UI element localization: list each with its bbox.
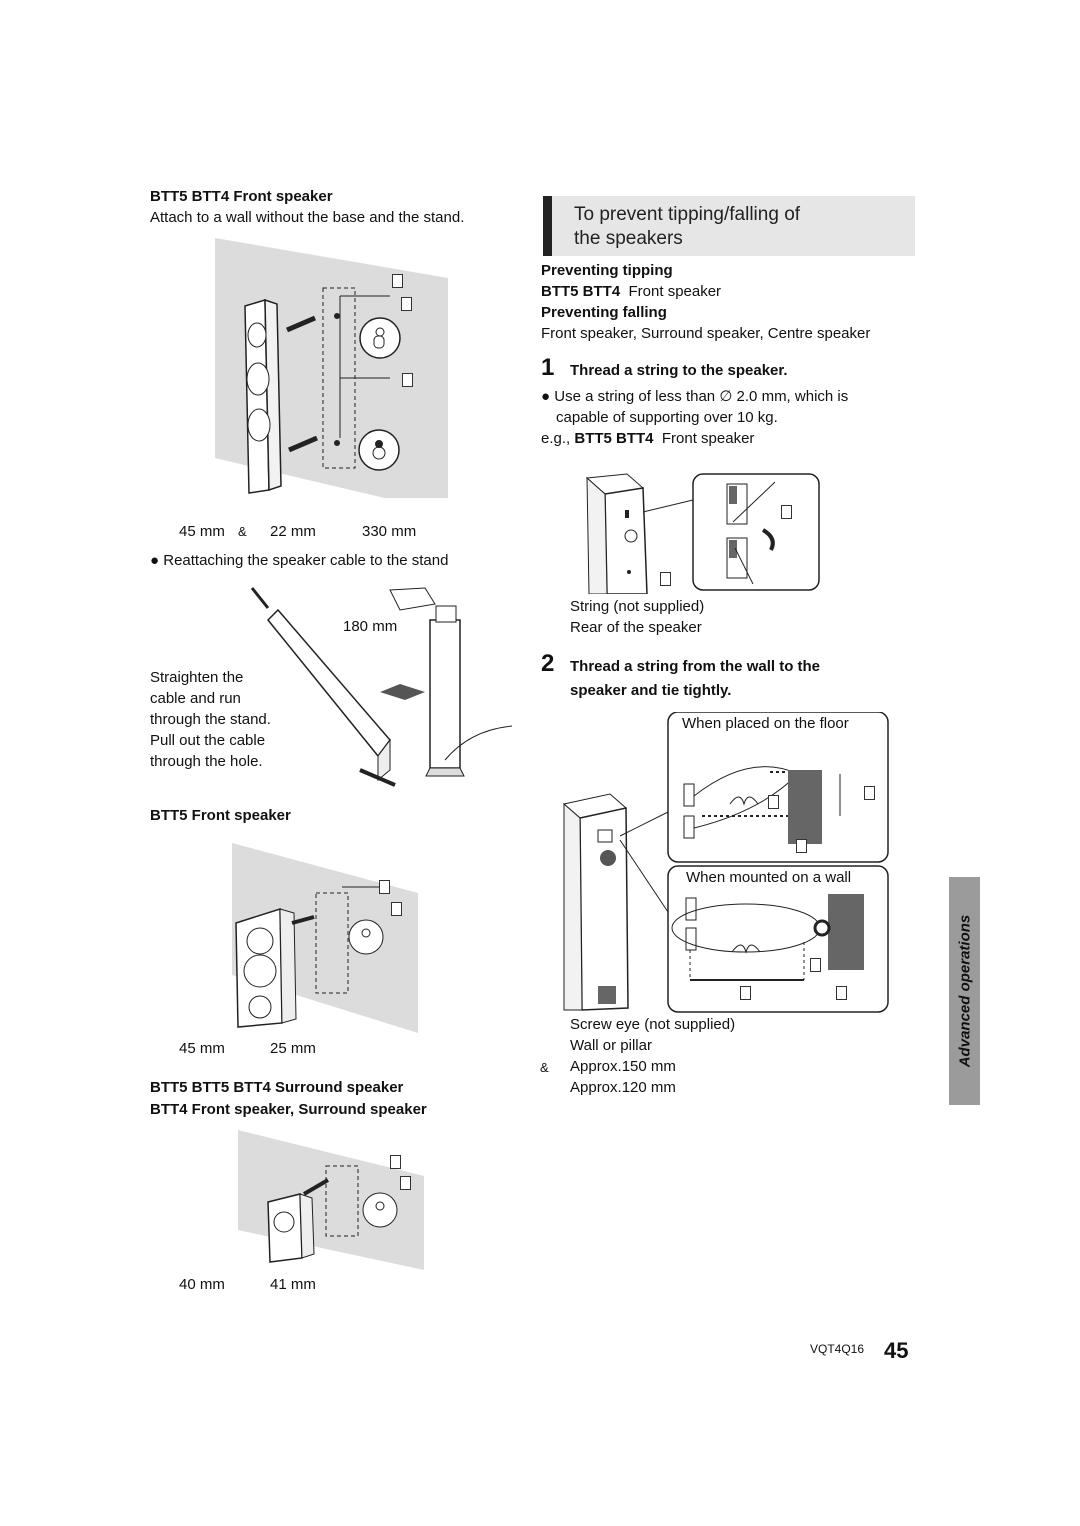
section-tab: Advanced operations xyxy=(949,877,980,1105)
dimension-330mm: 330 mm xyxy=(362,523,417,540)
example-line: e.g., BTT5 BTT4 Front speaker xyxy=(541,430,755,447)
front-speaker-wall-mount-figure xyxy=(232,843,418,1033)
heading-line-2: the speakers xyxy=(574,228,683,249)
step-2-line-1: Thread a string from the wall to the xyxy=(570,658,821,675)
dimension-40mm: 40 mm xyxy=(179,1276,225,1293)
wall-pillar-note: Wall or pillar xyxy=(570,1037,652,1054)
falling-applies-to: Front speaker, Surround speaker, Centre … xyxy=(541,325,871,342)
rear-note: Rear of the speaker xyxy=(570,619,702,636)
straighten-line: Pull out the cable xyxy=(150,732,266,749)
approx-120: Approx.120 mm xyxy=(570,1079,676,1096)
straighten-line: through the stand. xyxy=(150,711,271,728)
dimension-41mm: 41 mm xyxy=(270,1276,316,1293)
dimension-45mm: 45 mm xyxy=(179,523,225,540)
ampersand-mark: & xyxy=(238,524,247,539)
section-description: Attach to a wall without the base and th… xyxy=(150,209,465,226)
step-2-number: 2 xyxy=(541,650,555,677)
string-note: String (not supplied) xyxy=(570,598,705,615)
step-1-number: 1 xyxy=(541,354,555,381)
tie-string-figure xyxy=(562,712,889,1013)
reattach-note: ● Reattaching the speaker cable to the s… xyxy=(150,552,449,569)
straighten-line: cable and run xyxy=(150,690,241,707)
straighten-line: Straighten the xyxy=(150,669,244,686)
section-heading: To prevent tipping/falling of the speake… xyxy=(543,196,915,256)
thread-string-figure xyxy=(585,473,820,594)
straighten-line: through the hole. xyxy=(150,753,263,770)
dimension-45mm-b: 45 mm xyxy=(179,1040,225,1057)
step-1-text: Thread a string to the speaker. xyxy=(570,362,788,379)
wall-label: When mounted on a wall xyxy=(686,869,852,886)
preventing-tipping-heading: Preventing tipping xyxy=(541,262,673,279)
dimension-180mm: 180 mm xyxy=(343,618,398,635)
tipping-applies-to: BTT5 BTT4 Front speaker xyxy=(541,283,722,300)
section-title-btt5-btt4-front: BTT5 BTT4 Front speaker xyxy=(150,188,333,205)
small-speaker-wall-mount-figure xyxy=(238,1130,424,1270)
step-2-line-2: speaker and tie tightly. xyxy=(570,682,732,699)
section-title-surround: BTT5 BTT5 BTT4 Surround speaker xyxy=(150,1079,404,1096)
section-tab-label: Advanced operations xyxy=(956,914,973,1068)
straighten-instructions: Straighten the cable and run through the… xyxy=(150,667,271,772)
screw-eye-note: Screw eye (not supplied) xyxy=(570,1016,736,1033)
dimension-22mm: 22 mm xyxy=(270,523,316,540)
dimension-25mm: 25 mm xyxy=(270,1040,316,1057)
section-title-btt4-front-surround: BTT4 Front speaker, Surround speaker xyxy=(150,1101,427,1118)
step-1-bullet: ● Use a string of less than ∅ 2.0 mm, wh… xyxy=(541,388,849,405)
section-title-btt5-front: BTT5 Front speaker xyxy=(150,807,291,824)
stand-cable-figure xyxy=(250,587,513,787)
step-1-bullet-cont: capable of supporting over 10 kg. xyxy=(556,409,778,426)
tall-speaker-wall-mount-figure xyxy=(215,238,448,498)
page-number: 45 xyxy=(884,1338,909,1363)
model-code: VQT4Q16 xyxy=(810,1342,865,1356)
heading-line-1: To prevent tipping/falling of xyxy=(574,204,801,225)
preventing-falling-heading: Preventing falling xyxy=(541,304,667,321)
floor-label: When placed on the floor xyxy=(682,715,849,732)
approx-150: Approx.150 mm xyxy=(570,1058,676,1075)
ampersand-mark-right: & xyxy=(540,1060,549,1075)
